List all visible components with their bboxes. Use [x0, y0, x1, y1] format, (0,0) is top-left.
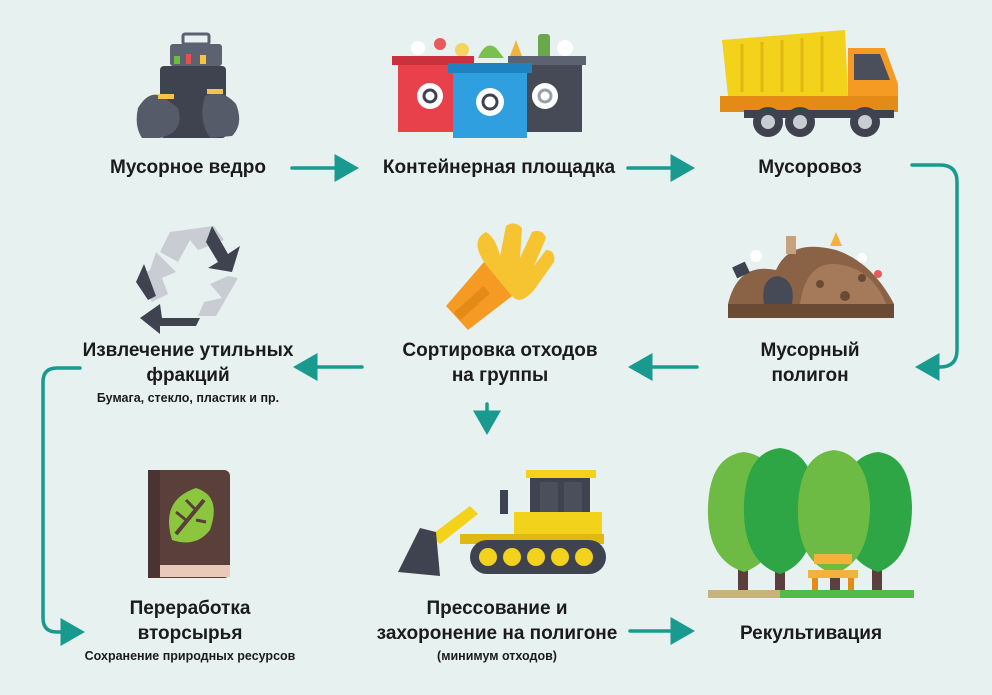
step-pressing-title: Прессование и захоронение на полигоне — [376, 598, 618, 644]
step-pressing-subtitle: (минимум отходов) — [437, 649, 557, 663]
step-extraction: Извлечение утильных фракций Бумага, стек… — [78, 338, 298, 406]
step-truck-title: Мусоровоз — [758, 157, 862, 178]
arrow-extraction-to-recycling — [41, 366, 85, 646]
step-landfill-title: Мусорный полигон — [760, 340, 860, 386]
step-recycling-subtitle: Сохранение природных ресурсов — [84, 649, 296, 663]
step-truck: Мусоровоз — [720, 155, 900, 180]
recycle-icon — [136, 226, 240, 334]
step-extraction-title: Извлечение утильных фракций — [82, 340, 294, 386]
step-landfill: Мусорный полигон — [740, 338, 880, 388]
step-extraction-subtitle: Бумага, стекло, пластик и пр. — [96, 391, 280, 405]
bulldozer-icon — [398, 470, 606, 576]
step-bin: Мусорное ведро — [88, 155, 288, 180]
step-container-title: Контейнерная площадка — [382, 157, 616, 178]
recycled-book-icon — [148, 470, 230, 578]
glove-icon — [446, 223, 555, 330]
step-sorting-title: Сортировка отходов на группы — [402, 340, 598, 386]
step-bin-title: Мусорное ведро — [110, 157, 266, 178]
step-container: Контейнерная площадка — [374, 155, 624, 180]
step-recultivation-title: Рекультивация — [739, 623, 883, 644]
step-recycling-title: Переработка вторсырья — [129, 598, 251, 644]
step-recultivation: Рекультивация — [716, 621, 906, 646]
step-recycling: Переработка вторсырья Сохранение природн… — [60, 596, 320, 664]
landfill-icon — [728, 232, 894, 318]
arrow-truck-to-landfill — [910, 163, 959, 381]
dump-truck-icon — [720, 30, 898, 137]
step-sorting: Сортировка отходов на группы — [395, 338, 605, 388]
recycling-containers-icon — [392, 34, 586, 138]
step-pressing: Прессование и захоронение на полигоне (м… — [362, 596, 632, 664]
trees-icon — [707, 448, 914, 598]
trash-bin-icon — [136, 32, 240, 138]
arrows — [41, 154, 959, 646]
